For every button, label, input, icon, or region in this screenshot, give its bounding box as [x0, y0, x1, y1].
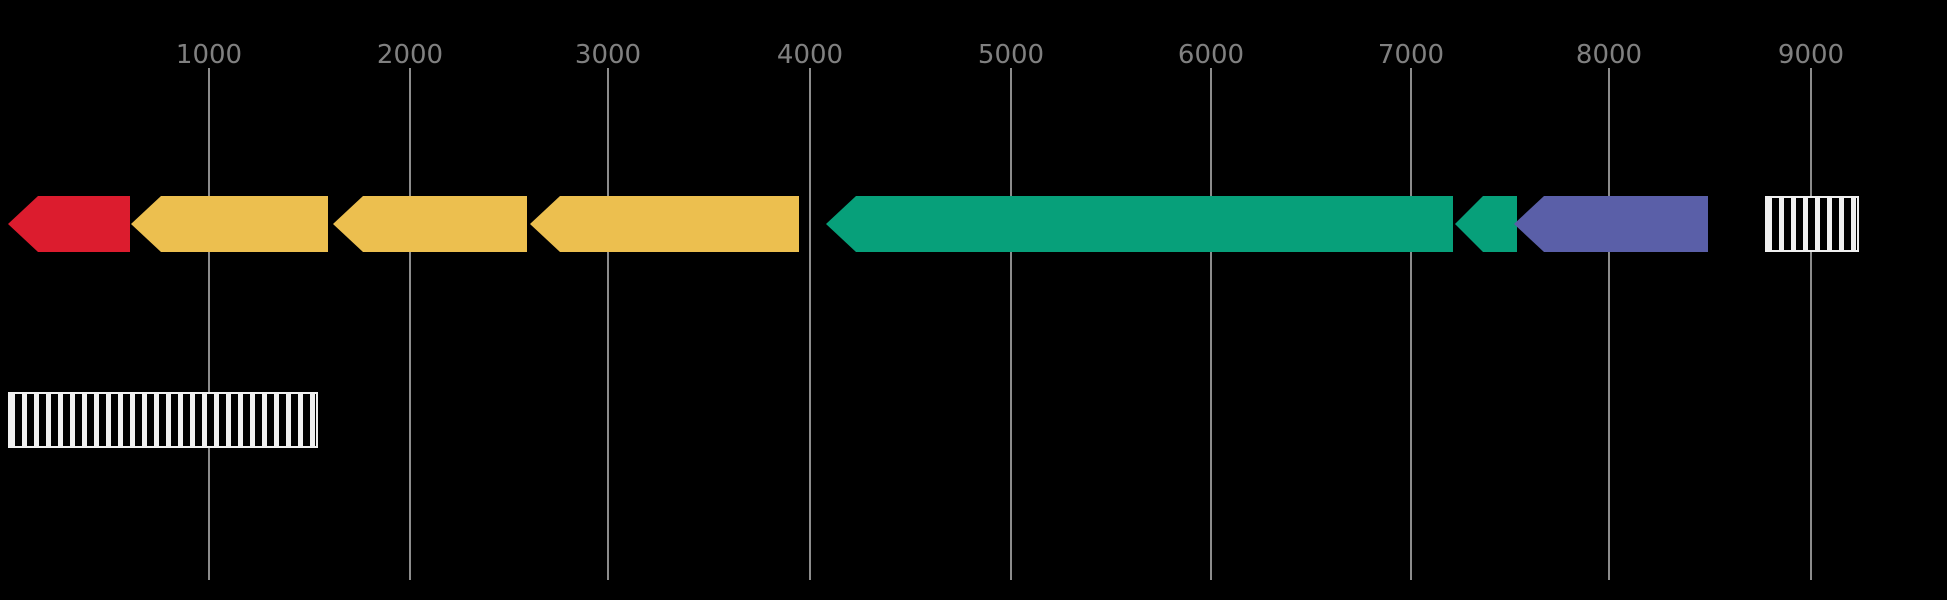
gene-arrow-feature[interactable] — [1514, 196, 1708, 252]
axis-tick-label: 8000 — [1575, 40, 1643, 70]
axis-tick-label: 7000 — [1377, 40, 1445, 70]
gridline — [809, 68, 811, 580]
gene-arrow-feature[interactable] — [826, 196, 1453, 252]
axis-tick-label: 9000 — [1777, 40, 1845, 70]
gridline — [208, 68, 210, 580]
gene-arrow-feature[interactable] — [131, 196, 328, 252]
axis-tick-label: 6000 — [1177, 40, 1245, 70]
gridline — [1210, 68, 1212, 580]
arrow-shape — [1514, 196, 1708, 252]
axis-tick-label: 4000 — [776, 40, 844, 70]
hatched-region-box[interactable] — [8, 392, 318, 448]
gene-arrow-feature[interactable] — [1455, 196, 1517, 252]
arrow-shape — [530, 196, 799, 252]
gridline — [1010, 68, 1012, 580]
axis-tick-label: 2000 — [376, 40, 444, 70]
arrow-shape — [131, 196, 328, 252]
hatch-pattern — [1767, 198, 1857, 250]
arrow-shape — [8, 196, 130, 252]
gridline — [607, 68, 609, 580]
hatch-pattern — [10, 394, 316, 446]
gridline — [1410, 68, 1412, 580]
gene-arrow-feature[interactable] — [8, 196, 130, 252]
arrow-shape — [333, 196, 527, 252]
gridline — [409, 68, 411, 580]
gridline — [1810, 68, 1812, 580]
axis-tick-label: 5000 — [977, 40, 1045, 70]
gene-arrow-feature[interactable] — [530, 196, 799, 252]
arrow-shape — [826, 196, 1453, 252]
gene-arrow-feature[interactable] — [333, 196, 527, 252]
axis-tick-label: 1000 — [175, 40, 243, 70]
gridline — [1608, 68, 1610, 580]
hatched-region-box[interactable] — [1765, 196, 1859, 252]
arrow-shape — [1455, 196, 1517, 252]
axis-tick-label: 3000 — [574, 40, 642, 70]
